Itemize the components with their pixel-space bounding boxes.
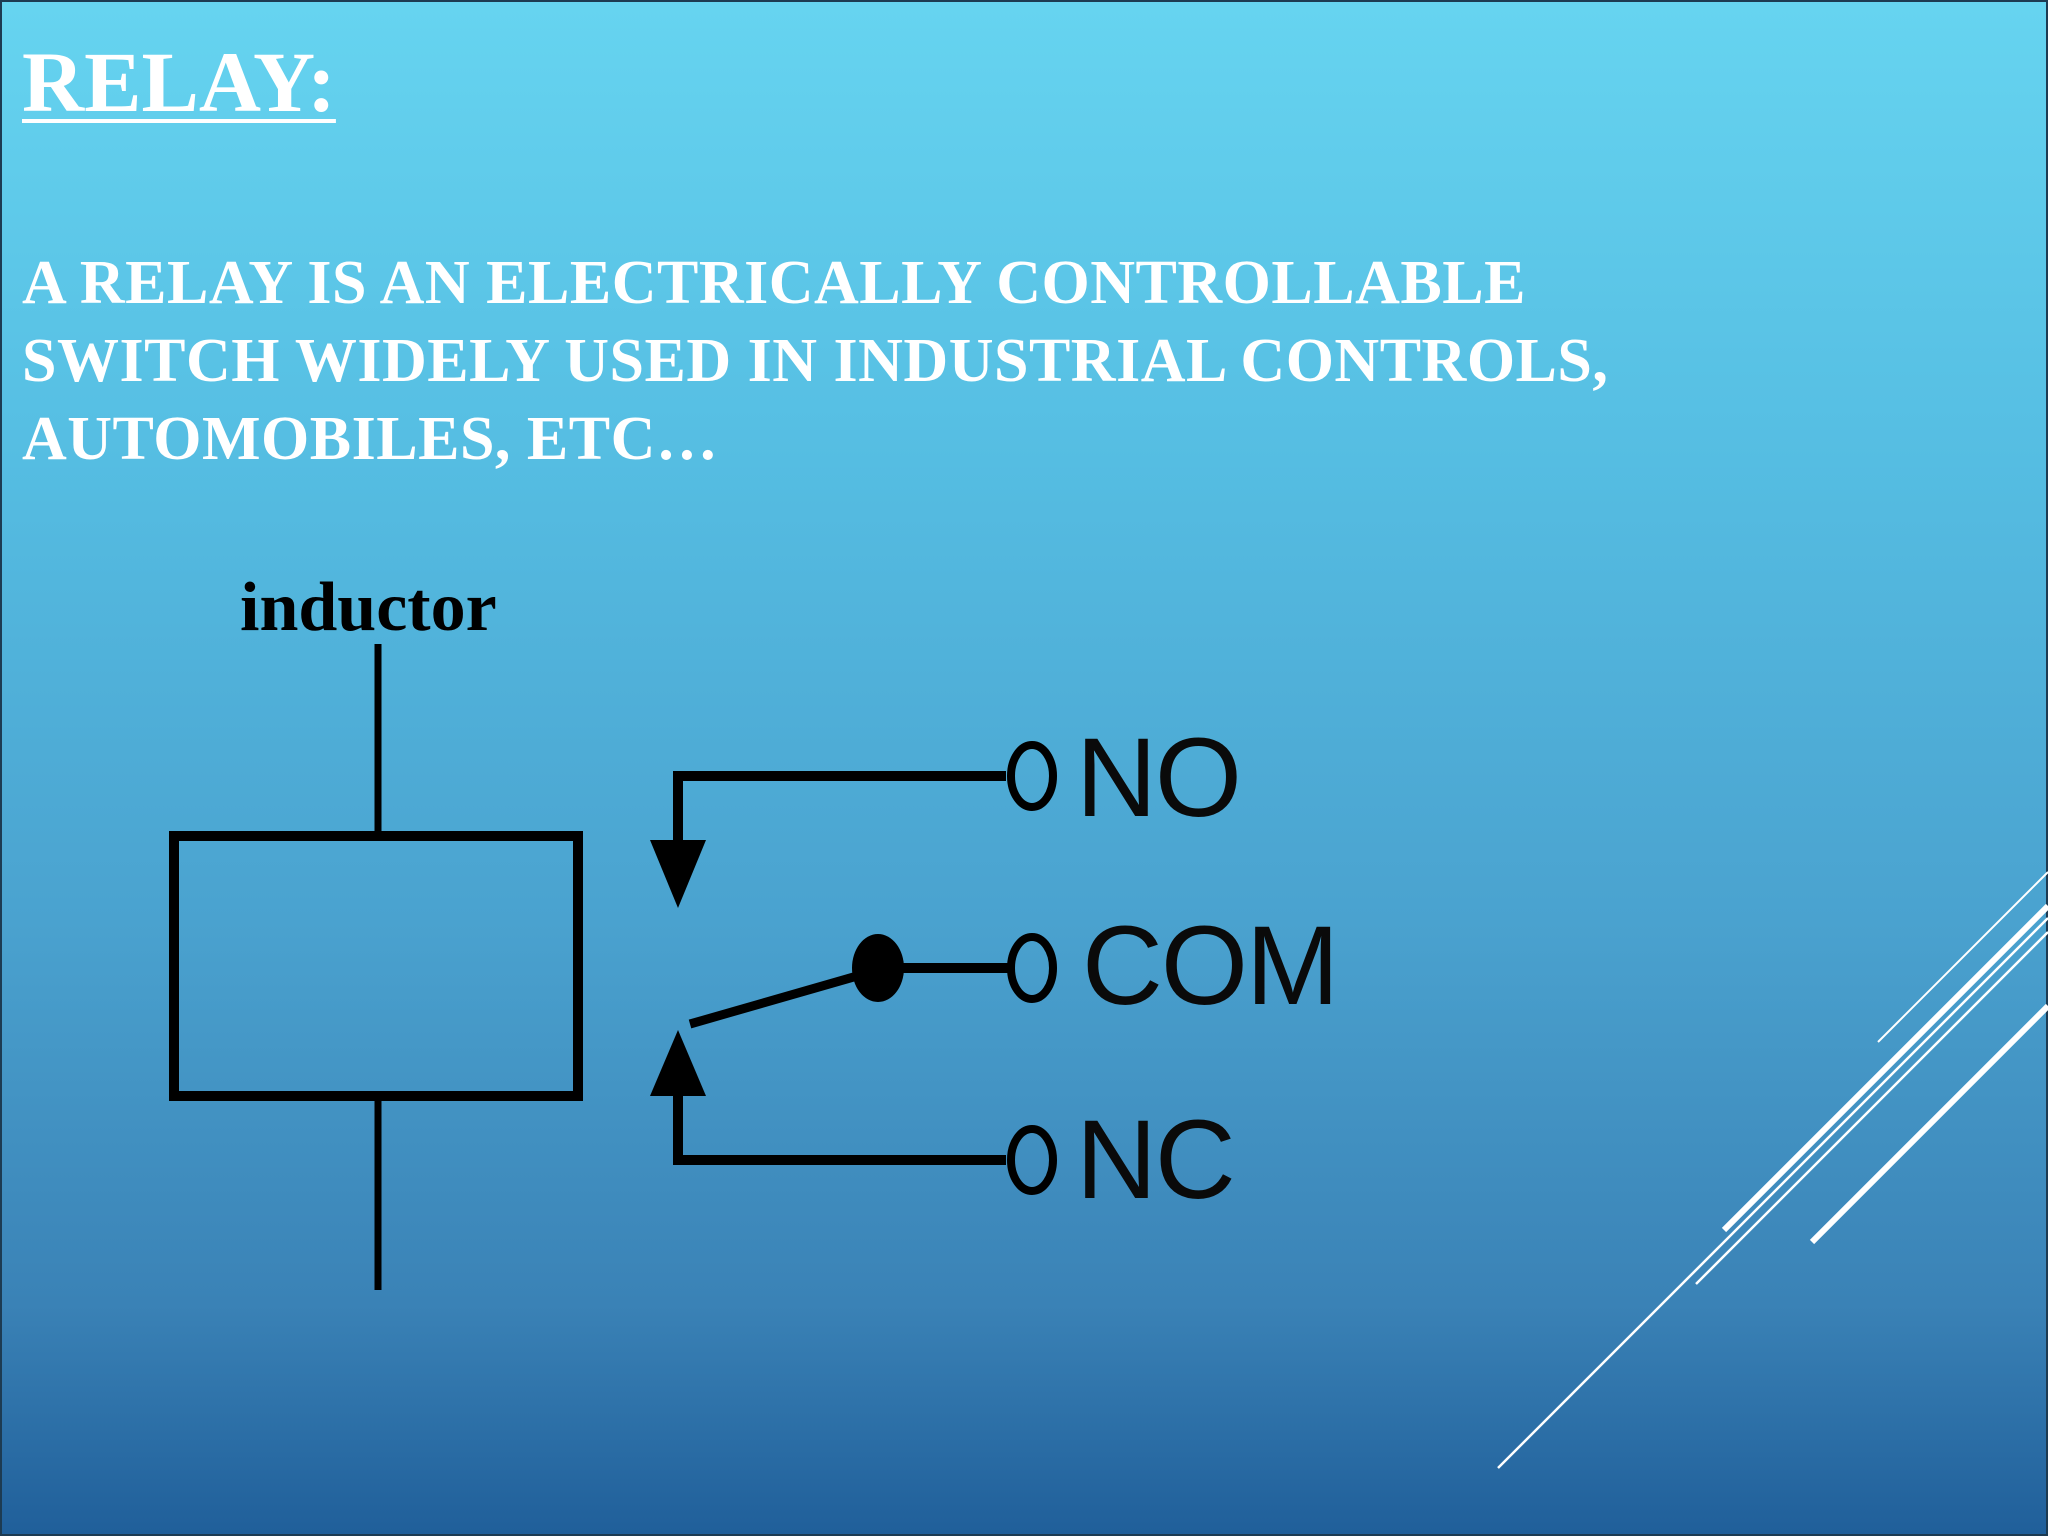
slide-title: RELAY: [22,34,336,130]
nc-terminal-label: NC [1076,1097,1236,1222]
nc-terminal-circle [1007,1125,1057,1195]
nc-contact-arrow [650,1030,706,1096]
no-contact-line [673,771,1006,844]
decorative-accent-lines [1497,871,2048,1469]
no-terminal-label: NO [1076,715,1242,840]
no-contact-arrow [650,840,706,908]
nc-contact-line [673,1092,1006,1165]
coil-label: inductor [240,569,497,646]
no-terminal-circle [1007,741,1057,811]
armature-line [688,965,880,1029]
slide-body-text: A RELAY IS AN ELECTRICALLY CONTROLLABLE … [22,249,1609,473]
com-terminal-label: COM [1082,903,1339,1028]
com-terminal-circle [1007,933,1057,1003]
coil-body [169,831,583,1101]
